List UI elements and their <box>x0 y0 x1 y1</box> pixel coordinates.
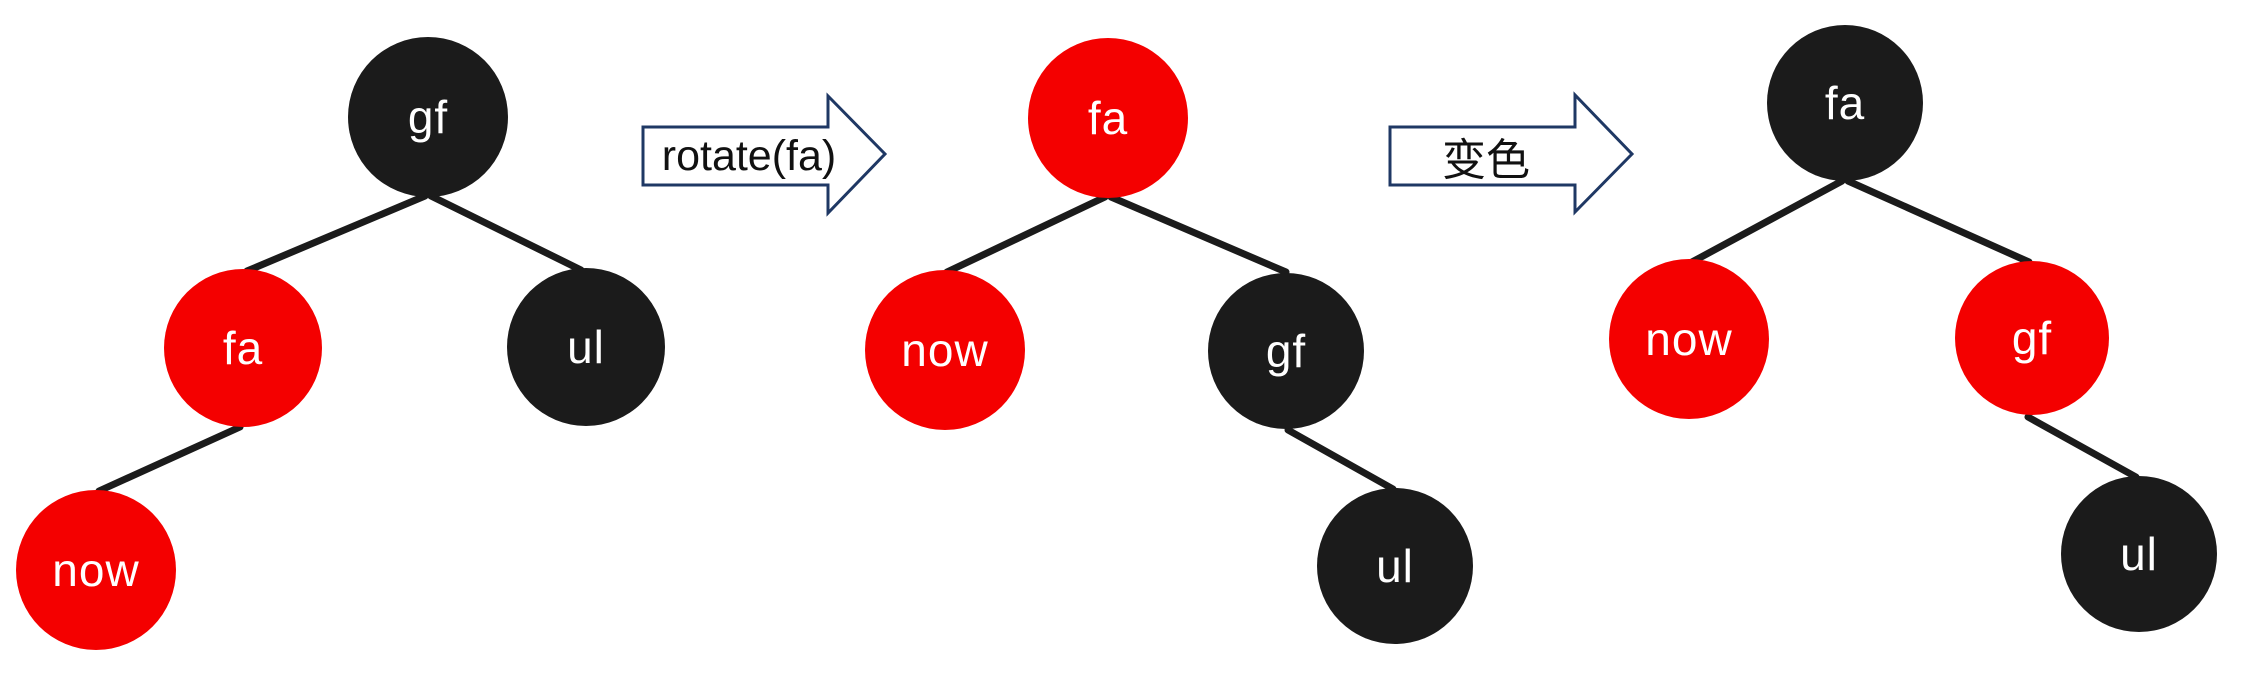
tree1-node-fa: fa <box>164 269 322 427</box>
tree3-node-now: now <box>1609 259 1769 419</box>
tree1-node-fa-label: fa <box>222 322 264 374</box>
tree2-node-ul: ul <box>1317 488 1473 644</box>
tree1-edge-gf-fa <box>243 192 429 275</box>
tree2-node-ul-label: ul <box>1376 540 1414 592</box>
tree1-edge-fa-now <box>95 423 244 495</box>
tree3-node-ul: ul <box>2061 476 2217 632</box>
tree1-edge-gf-ul <box>427 192 585 274</box>
tree3-node-now-label: now <box>1645 313 1733 365</box>
tree1-node-gf-label: gf <box>407 91 449 143</box>
recolor-arrow-label: 变色 <box>1442 136 1530 185</box>
tree1-node-now: now <box>16 490 176 650</box>
tree1-node-gf: gf <box>348 37 508 197</box>
tree1-node-ul-label: ul <box>567 321 605 373</box>
rotate-arrow-icon <box>641 92 888 217</box>
tree2-node-gf: gf <box>1208 273 1364 429</box>
tree3-node-fa: fa <box>1767 25 1923 181</box>
tree2-node-now-label: now <box>901 324 989 376</box>
tree2-node-gf-label: gf <box>1265 325 1307 377</box>
tree2-edge-gf-ul <box>1284 426 1397 493</box>
tree3-node-fa-label: fa <box>1824 77 1866 129</box>
tree3-edge-fa-now <box>1688 177 1846 266</box>
tree1-node-now-label: now <box>52 544 140 596</box>
tree2-edge-fa-now <box>943 193 1109 276</box>
tree3-edge-fa-gf <box>1844 177 2033 266</box>
tree3-node-gf: gf <box>1955 261 2109 415</box>
tree2-node-fa-label: fa <box>1087 92 1129 144</box>
tree3-node-ul-label: ul <box>2120 528 2158 580</box>
tree3-node-gf-label: gf <box>2011 312 2053 364</box>
tree2-node-now: now <box>865 270 1025 430</box>
tree2-edge-fa-gf <box>1107 193 1290 276</box>
tree1-node-ul: ul <box>507 268 665 426</box>
recolor-arrow-icon <box>1388 91 1635 216</box>
tree2-node-fa: fa <box>1028 38 1188 198</box>
rotate-arrow-label: rotate(fa) <box>661 131 837 180</box>
tree3-edge-gf-ul <box>2024 413 2140 481</box>
